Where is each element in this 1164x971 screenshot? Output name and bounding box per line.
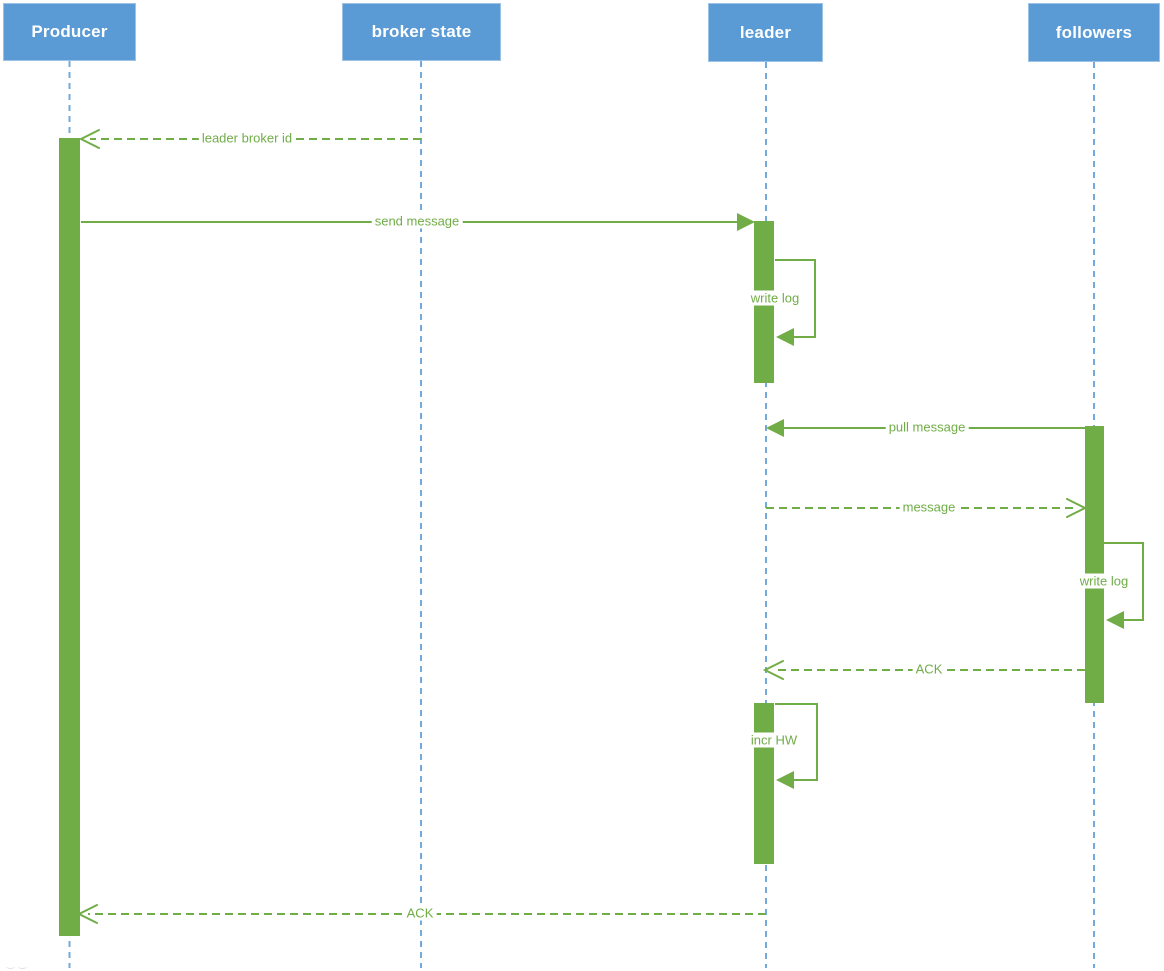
corner-artifact <box>6 956 32 969</box>
message-label-send-message: send message <box>371 213 463 229</box>
participant-producer-label: Producer <box>31 22 108 41</box>
message-label-message: message <box>899 499 959 515</box>
arrow-write-log-followers <box>1104 542 1144 629</box>
activation-bar-leader-2 <box>754 703 774 864</box>
message-label-ack-mid: ACK <box>912 661 946 677</box>
message-label-write-log-leader: write log <box>747 290 803 306</box>
message-label-ack-bottom: ACK <box>403 905 437 921</box>
participant-producer: Producer <box>3 3 136 61</box>
participant-broker-state-label: broker state <box>371 22 472 41</box>
message-label-incr-hw: incr HW <box>747 732 801 748</box>
activation-bar-producer <box>59 138 80 936</box>
arrow-leader-broker-id <box>78 129 421 149</box>
participant-followers: followers <box>1028 3 1160 62</box>
arrow-incr-hw-leader <box>775 703 818 789</box>
participant-leader-label: leader <box>739 22 792 42</box>
activation-bar-followers <box>1085 426 1104 703</box>
message-label-write-log-followers: write log <box>1076 573 1132 589</box>
arrow-message <box>766 498 1088 518</box>
participant-broker-state: broker state <box>342 3 501 61</box>
arrow-ack-followers-leader <box>762 660 1085 680</box>
participant-followers-label: followers <box>1055 22 1133 42</box>
arrow-write-log-leader <box>775 259 816 346</box>
message-label-pull-message: pull message <box>885 419 969 435</box>
participant-leader: leader <box>708 3 823 62</box>
message-label-leader-broker-id: leader broker id <box>198 130 296 146</box>
